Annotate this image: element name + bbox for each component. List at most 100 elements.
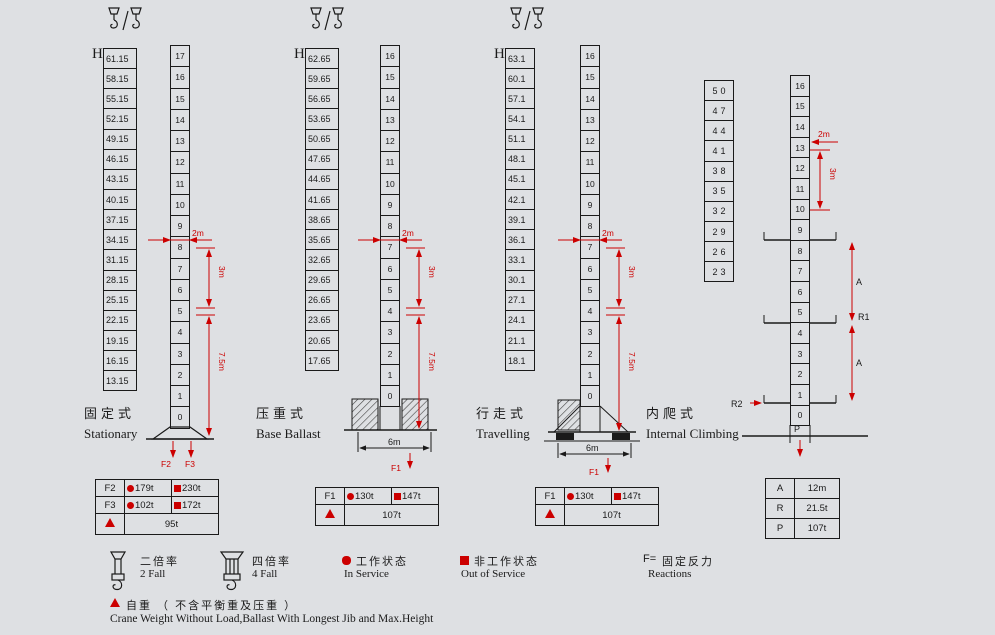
param-value-cell: 12m bbox=[794, 478, 840, 499]
height-value: 17.65 bbox=[305, 351, 339, 372]
in-service-dot-icon bbox=[342, 556, 351, 565]
mast-section-number: 9 bbox=[580, 194, 600, 216]
param-value-cell: 21.5t bbox=[794, 498, 840, 519]
mast-section-number: 9 bbox=[790, 220, 810, 241]
height-value: 51.1 bbox=[505, 129, 535, 150]
table-row: P 107t bbox=[765, 518, 840, 539]
height-value: 26 bbox=[704, 242, 734, 263]
force-f3-label: F3 bbox=[185, 459, 195, 469]
crane-weight-triangle-icon bbox=[110, 598, 120, 607]
mast-section-number: 3 bbox=[790, 343, 810, 365]
mast-section-number: 7 bbox=[790, 261, 810, 282]
mast-section-number: 12 bbox=[790, 158, 810, 179]
mast-section-number: 1 bbox=[790, 384, 810, 406]
hook-icon bbox=[308, 6, 344, 41]
mast-section-number: 8 bbox=[380, 216, 400, 238]
mast-section-number: 14 bbox=[580, 88, 600, 110]
mast-section-number: 6 bbox=[380, 258, 400, 280]
height-value: 29 bbox=[704, 221, 734, 243]
crane-weight-marker-cell bbox=[535, 504, 565, 526]
out-of-service-value: 172t bbox=[182, 499, 201, 511]
mast-section-number: 8 bbox=[790, 240, 810, 262]
height-value: 37.15 bbox=[103, 210, 137, 231]
crane-weight-value: 107t bbox=[564, 504, 659, 526]
legend-reactions-en: Reactions bbox=[648, 568, 692, 580]
force-f1-label: F1 bbox=[391, 463, 401, 473]
legend-reactions-cn: 固定反力 bbox=[662, 556, 714, 568]
legend-2fall-cn: 二倍率 bbox=[140, 556, 179, 568]
mast-section-number: 12 bbox=[580, 131, 600, 153]
mast-section-number: 12 bbox=[380, 131, 400, 153]
height-value: 20.65 bbox=[305, 330, 339, 352]
mast-section-number: 14 bbox=[170, 109, 190, 131]
out-of-service-square-icon bbox=[460, 556, 469, 565]
mast-section-number: 0 bbox=[580, 386, 600, 408]
in-service-value: 179t bbox=[135, 482, 154, 494]
mast-section-number: 1 bbox=[580, 364, 600, 386]
table-row: F1 130t 147t bbox=[535, 487, 659, 505]
table-row: A 12m bbox=[765, 478, 840, 499]
mast-section-number: 7 bbox=[580, 237, 600, 259]
out-of-service-value: 147t bbox=[622, 490, 641, 502]
table-row: 95t bbox=[95, 513, 219, 535]
legend-2fall-en: 2 Fall bbox=[140, 568, 166, 580]
segment-dim-label: 3m bbox=[828, 168, 838, 180]
height-value: 47.65 bbox=[305, 149, 339, 170]
mast-section-number: 9 bbox=[170, 216, 190, 238]
hook-icon bbox=[106, 6, 142, 41]
table-row: 107t bbox=[535, 504, 659, 526]
width-dim-label: 2m bbox=[192, 228, 204, 238]
height-value: 45.1 bbox=[505, 169, 535, 190]
force-label-cell: F1 bbox=[315, 487, 345, 505]
out-of-service-square-icon bbox=[174, 484, 181, 492]
mast-section-number: 3 bbox=[580, 322, 600, 344]
height-value: 32.65 bbox=[305, 250, 339, 271]
height-value: 56.65 bbox=[305, 89, 339, 110]
crane-weight-marker-cell bbox=[95, 513, 125, 535]
height-value: 41 bbox=[704, 141, 734, 162]
base-dim-label: 7.5m bbox=[627, 352, 637, 371]
crane-weight-triangle-icon bbox=[325, 509, 335, 518]
title-stationary-cn: 固定式 bbox=[84, 406, 136, 421]
height-value: 31.15 bbox=[103, 250, 137, 271]
mast-section-number: 10 bbox=[380, 173, 400, 195]
height-value: 48.1 bbox=[505, 149, 535, 170]
mast-section-number: 2 bbox=[170, 364, 190, 386]
title-ballast-en: Base Ballast bbox=[256, 426, 321, 441]
height-value: 29.65 bbox=[305, 270, 339, 291]
segment-dim-label: 3m bbox=[427, 266, 437, 278]
in-service-cell: 102t bbox=[124, 496, 172, 514]
out-of-service-cell: 147t bbox=[611, 487, 659, 505]
hook-icon bbox=[508, 6, 544, 41]
travelling-reactions-table: F1 130t 147t 107t bbox=[535, 487, 659, 526]
mast-section-number: 15 bbox=[790, 96, 810, 118]
mast-section-number: 12 bbox=[170, 152, 190, 174]
mast-section-number: 0 bbox=[380, 386, 400, 408]
mast-section-number: 2 bbox=[380, 343, 400, 365]
force-label-cell: F3 bbox=[95, 496, 125, 514]
height-value: 19.15 bbox=[103, 330, 137, 352]
param-label-cell: A bbox=[765, 478, 795, 499]
mast-section-number: 13 bbox=[170, 131, 190, 153]
height-value: 63.1 bbox=[505, 49, 535, 70]
mast-section-number: 13 bbox=[580, 109, 600, 131]
out-of-service-cell: 147t bbox=[391, 487, 439, 505]
mast-section-number: 5 bbox=[580, 279, 600, 301]
height-value: 30.1 bbox=[505, 270, 535, 291]
mast-section-number: 0 bbox=[170, 407, 190, 429]
param-label-cell: P bbox=[765, 518, 795, 539]
hook-2fall-icon bbox=[106, 551, 130, 598]
mast-section-number: 8 bbox=[580, 216, 600, 238]
mast-section-number: 3 bbox=[380, 322, 400, 344]
out-of-service-cell: 172t bbox=[171, 496, 219, 514]
height-label-stationary: H bbox=[92, 46, 103, 62]
width-dim-label: 2m bbox=[602, 228, 614, 238]
mast-section-number: 4 bbox=[170, 322, 190, 344]
climbing-parameters-table: A 12m R 21.5t P 107t bbox=[765, 478, 840, 539]
legend-4fall-en: 4 Fall bbox=[252, 568, 278, 580]
in-service-cell: 179t bbox=[124, 479, 172, 497]
